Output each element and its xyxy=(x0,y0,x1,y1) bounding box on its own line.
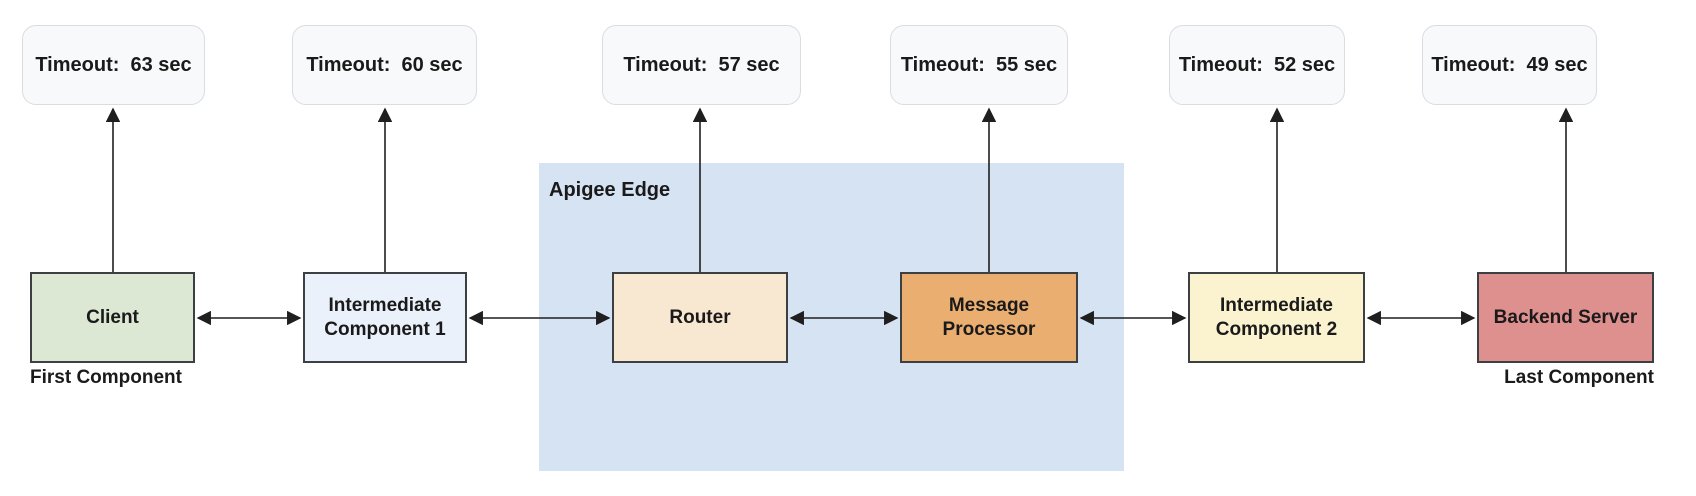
component-intermediate-2: Intermediate Component 2 xyxy=(1188,272,1365,363)
component-intermediate-2-label: Intermediate Component 2 xyxy=(1215,294,1338,340)
timeout-callout-router-label: Timeout: 57 sec xyxy=(623,53,780,76)
component-message-processor-label: Message Processor xyxy=(942,294,1036,340)
first-component-label: First Component xyxy=(30,367,182,388)
timeout-callout-backend: Timeout: 49 sec xyxy=(1422,25,1597,105)
timeout-callout-message-processor-label: Timeout: 55 sec xyxy=(900,53,1058,76)
timeout-callout-intermediate-2: Timeout: 52 sec xyxy=(1169,25,1345,105)
timeout-callout-client: Timeout: 63 sec xyxy=(22,25,205,105)
last-component-label: Last Component xyxy=(1504,367,1654,388)
apigee-edge-label: Apigee Edge xyxy=(549,179,671,201)
timeout-callout-message-processor: Timeout: 55 sec xyxy=(890,25,1068,105)
timeout-callout-router: Timeout: 57 sec xyxy=(602,25,801,105)
component-client-label: Client xyxy=(86,306,139,328)
component-message-processor: Message Processor xyxy=(900,272,1078,363)
timeout-callout-client-label: Timeout: 63 sec xyxy=(35,53,192,76)
component-router: Router xyxy=(612,272,788,363)
component-backend-server: Backend Server xyxy=(1477,272,1654,363)
component-backend-server-label: Backend Server xyxy=(1493,306,1638,328)
timeout-callout-intermediate-2-label: Timeout: 52 sec xyxy=(1178,53,1336,76)
component-client: Client xyxy=(30,272,195,363)
component-intermediate-1: Intermediate Component 1 xyxy=(303,272,467,363)
component-router-label: Router xyxy=(669,306,731,328)
component-intermediate-1-label: Intermediate Component 1 xyxy=(324,294,446,340)
timeout-callout-intermediate-1: Timeout: 60 sec xyxy=(292,25,477,105)
timeout-callout-intermediate-1-label: Timeout: 60 sec xyxy=(306,53,463,76)
timeout-callout-backend-label: Timeout: 49 sec xyxy=(1431,53,1588,76)
